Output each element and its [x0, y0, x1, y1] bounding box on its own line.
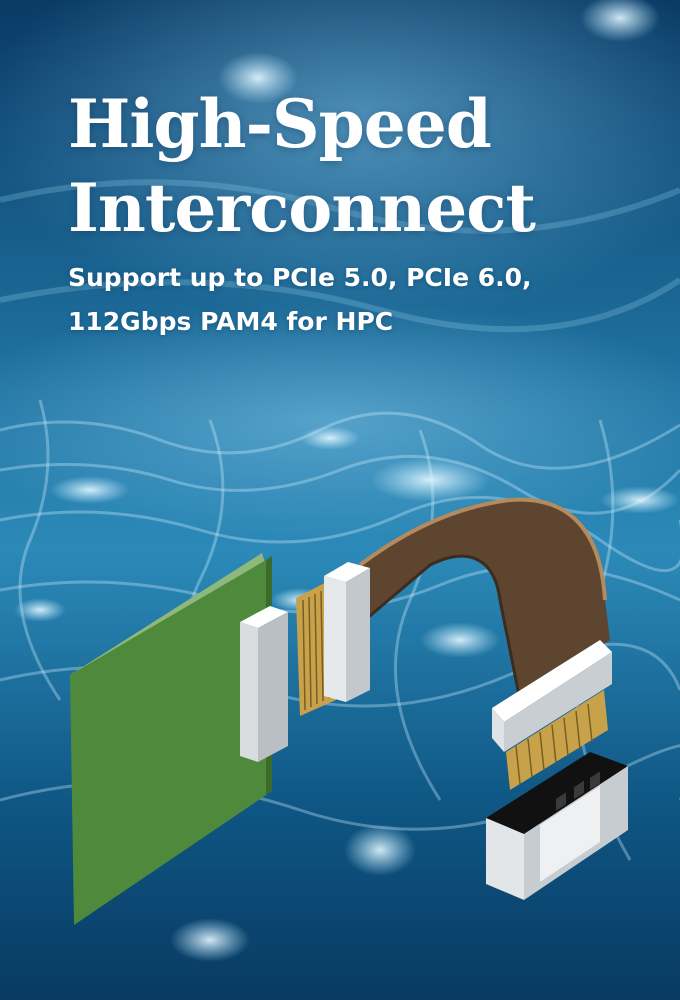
cable-connector-bottom [492, 640, 612, 790]
subheadline-line-1: Support up to PCIe 5.0, PCIe 6.0, [68, 263, 532, 292]
headline-line-2: Interconnect [68, 169, 536, 247]
subheadline: Support up to PCIe 5.0, PCIe 6.0, 112Gbp… [68, 256, 532, 344]
cable-connector-top [296, 562, 370, 716]
headline: High-Speed Interconnect [68, 82, 536, 250]
edge-connector [240, 606, 288, 762]
flex-cable [358, 497, 610, 701]
headline-line-1: High-Speed [68, 85, 492, 163]
socket [486, 752, 628, 900]
subheadline-line-2: 112Gbps PAM4 for HPC [68, 307, 394, 336]
